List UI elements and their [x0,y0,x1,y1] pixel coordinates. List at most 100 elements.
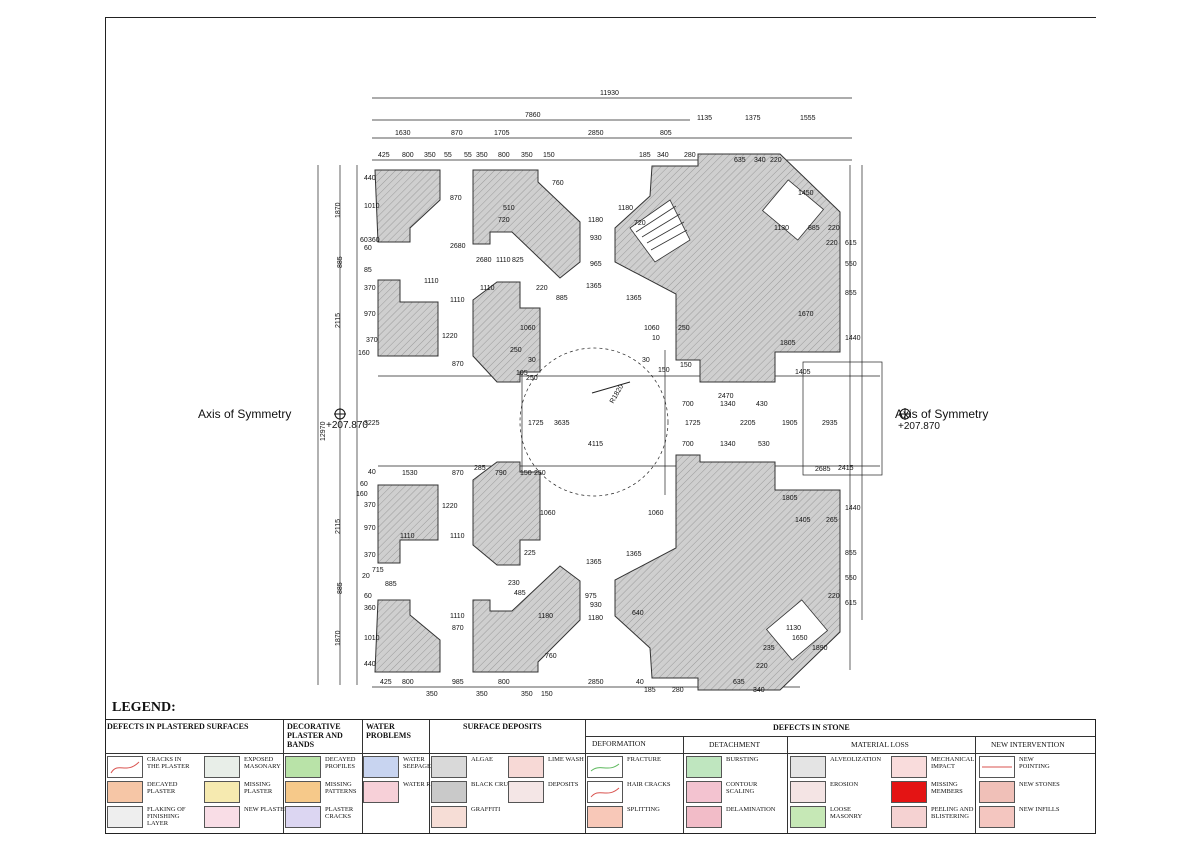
dim-int-2: 2680 [476,257,492,264]
dim-int-62: 1670 [798,311,814,318]
dim-int-20: 230 [508,580,520,587]
legend-swatch [107,756,143,778]
legend-item-label: MISSING PATTERNS [325,781,357,795]
floor-plan: 11930 7860 1630 870 1705 2850 805 1135 1… [317,90,911,698]
staircase [629,179,829,661]
dim-bottom-0: 425 [380,679,392,686]
dim-left-detail-13: 370 [364,502,376,509]
legend-swatch [979,781,1015,803]
dim-right-5: 1805 [780,340,796,347]
dim-int-40: 430 [756,401,768,408]
legend-swatch [431,806,467,828]
dim-bottom-16: 1650 [792,635,808,642]
dim-right-6: 1405 [795,369,811,376]
dim-int-59: 30 [642,357,650,364]
dim-int-57: 150 [658,367,670,374]
dim-bottom-8: 2850 [588,679,604,686]
dim-int-42: 1340 [720,441,736,448]
dim-int-60: 10 [652,335,660,342]
legend-group-new: NEW INTERVENTION [991,740,1065,749]
dim-top-detail-11: 280 [684,152,696,159]
dim-int-48: 1725 [685,420,701,427]
dim-int-65: 1450 [798,190,814,197]
legend-swatch [587,806,623,828]
dim-top-row-4: 805 [660,130,672,137]
dim-top-detail-8: 150 [543,152,555,159]
dim-top-row-5: 1135 [697,115,712,122]
dim-left-row-2: 2115 [335,313,342,328]
dim-int-43: 530 [758,441,770,448]
legend-item-label: EXPOSED MASONARY [244,756,281,770]
dim-left-detail-4: 85 [364,267,372,274]
dim-int-31: 1180 [588,615,603,622]
legend-item-exposed-masonary: EXPOSED MASONARY [204,756,290,778]
dim-int-14: 250 [534,470,546,477]
legend-swatch [790,781,826,803]
legend-item-water-seepage: WATER SEEPAGE [363,756,449,778]
legend-item-delamination: DELAMINATION [686,806,776,828]
legend-swatch [979,806,1015,828]
legend-swatch [363,781,399,803]
dim-left-detail-17: 715 [372,567,384,574]
dim-int-77: 885 [808,225,820,232]
legend-item-label: ALGAE [471,756,494,763]
dim-int-35: 825 [512,257,524,264]
dim-left-detail-15: 370 [364,552,376,559]
dim-int-10: 870 [452,470,464,477]
legend-item-label: DELAMINATION [726,806,776,813]
dim-int-5: 1110 [480,285,495,292]
dim-bottom-15: 220 [756,663,768,670]
dim-left-row-5: 1870 [335,630,342,646]
dim-int-37: 220 [536,285,548,292]
dim-int-56: 150 [680,362,692,369]
legend-item-label: BLACK CRUST [471,781,516,788]
legend-item-erosion: EROSION [790,781,876,803]
legend-sub-deformation: DEFORMATION [592,739,646,748]
legend-item-plaster-cracks: PLASTER CRACKS [285,806,371,828]
dim-left-row-0: 1870 [335,202,342,218]
drawing-frame [105,17,1096,833]
legend-swatch [431,781,467,803]
southeast-mass [614,454,841,691]
legend-group-stone: DEFECTS IN STONE [773,723,850,732]
dim-left-detail-22: 440 [364,661,376,668]
legend-item-new-infills: NEW INFILLS [979,806,1065,828]
legend-swatch [891,781,927,803]
legend-swatch [363,756,399,778]
legend-item-black-crust: BLACK CRUST [431,781,517,803]
dim-left-detail-6: 970 [364,311,376,318]
dim-int-1: 2680 [450,243,466,250]
dim-top-detail-2: 350 [424,152,436,159]
dim-right-1: 615 [845,240,857,247]
dim-int-21: 485 [514,590,526,597]
dim-int-46: 1725 [528,420,544,427]
dim-int-44: 700 [682,441,694,448]
dim-left-detail-1: 1010 [364,203,380,210]
dim-int-28: 930 [590,602,602,609]
dim-int-76: 720 [498,217,510,224]
legend-swatch [790,756,826,778]
dim-int-58: 30 [528,357,536,364]
dim-int-29: 1180 [588,217,603,224]
legend-sub-detachment: DETACHMENT [709,740,761,749]
northeast-mass [614,153,841,383]
dim-int-27: 930 [590,235,602,242]
legend-item-label: NEW PLASTER [244,806,289,813]
dim-int-41: 700 [682,401,694,408]
legend-item-water-rise: WATER RISE [363,781,449,803]
legend-group-deposits: SURFACE DEPOSITS [463,722,542,731]
dim-right-3: 855 [845,290,857,297]
legend-item-label: FRACTURE [627,756,661,763]
legend-item-label: LOOSE MASONRY [830,806,863,820]
legend-item-label: CONTOUR SCALING [726,781,758,795]
dim-top-detail-9: 185 [639,152,651,159]
dimension-labels: 11930 7860 1630 870 1705 2850 805 1135 1… [320,90,861,698]
dim-right-17: 220 [828,593,840,600]
legend: DEFECTS IN PLASTERED SURFACES DECORATIVE… [105,719,1096,834]
dim-left-detail-21: 1010 [364,635,380,642]
legend-swatch [587,756,623,778]
dim-top-row-2: 1705 [494,130,510,137]
legend-item-label: DECAYED PLASTER [147,781,178,795]
dim-left-overall: 12970 [320,421,327,441]
dim-int-70: 105 [516,370,528,377]
